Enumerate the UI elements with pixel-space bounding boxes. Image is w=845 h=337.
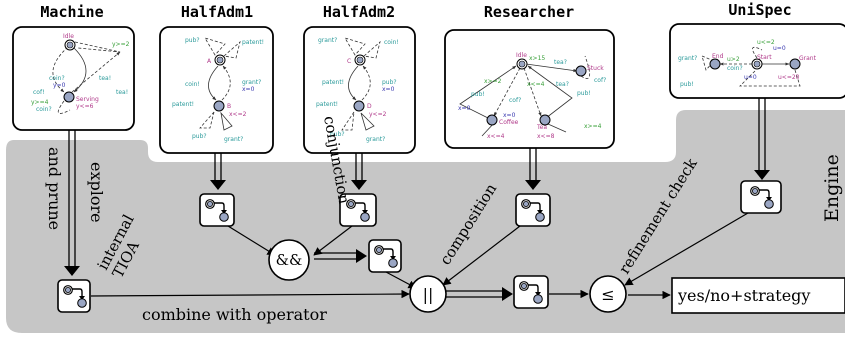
halfadm2-label-7: D: [367, 103, 372, 110]
researcher-title: Researcher: [484, 3, 574, 21]
halfadm2-label-9: pub?: [330, 131, 345, 138]
machine-label-3: y=0: [53, 82, 66, 89]
halfadm1-label-6: patent!: [172, 101, 194, 108]
tioa-box-researcher: [515, 193, 551, 227]
researcher-label-16: x<=8: [537, 133, 555, 140]
tioa-box-conjunction-result: [368, 239, 402, 273]
halfadm2-label-10: grant?: [366, 136, 385, 143]
halfadm2-label-3: patent!: [322, 79, 344, 86]
tioa-box-halfadm1: [199, 193, 235, 227]
double-flow-arrow-heads: [356, 249, 513, 301]
halfadm1-label-2: A: [207, 58, 212, 65]
halfadm1-label-5: x=0: [242, 86, 255, 93]
researcher-label-6: pub!: [471, 91, 485, 98]
double-arrow-heads: [64, 170, 770, 276]
result-box: yes/no+strategy: [671, 277, 845, 314]
researcher-label-2: tea?: [554, 59, 567, 66]
researcher-label-3: Stuck: [587, 65, 604, 72]
unispec-label-1: End: [712, 53, 724, 60]
composition-symbol: ||: [423, 285, 434, 304]
unispec-label-7: pub!: [680, 81, 694, 88]
halfadm1-label-7: B: [227, 103, 231, 110]
unispec-label-8: coin?: [727, 65, 743, 72]
halfadm2-label-6: patent!: [316, 101, 338, 108]
researcher-label-7: x<=4: [527, 81, 545, 88]
halfadm1-title: HalfAdm1: [181, 3, 253, 21]
refinement-symbol: ≤: [601, 285, 614, 304]
composition-operator: ||: [409, 275, 447, 313]
combine-label: combine with operator: [142, 305, 327, 324]
halfadm2-label-8: y<=2: [369, 111, 387, 118]
machine-label-1: Serving: [76, 96, 99, 103]
refinement-operator: ≤: [589, 275, 627, 313]
tioa-box-unispec: [740, 180, 782, 214]
halfadm1-label-3: coin!: [185, 81, 200, 88]
double-flow-arrows: [314, 252, 502, 298]
machine-label-2: coin?: [49, 75, 65, 82]
double-arrows: [68, 98, 766, 266]
unispec-label-2: grant?: [678, 55, 697, 62]
machine-label-9: y>=2: [112, 41, 130, 48]
researcher-label-17: x>=4: [584, 123, 602, 130]
researcher-label-14: x<=4: [487, 133, 505, 140]
halfadm1-label-10: grant?: [224, 136, 243, 143]
halfadm2-label-1: coin!: [384, 39, 399, 46]
researcher-label-11: cof?: [509, 97, 521, 104]
researcher-label-9: tea?: [556, 81, 569, 88]
conjunction-symbol: &&: [276, 251, 303, 269]
unispec-model: u<=2 End grant? u>2 Start u=0 Grant pub!…: [669, 23, 845, 99]
researcher-label-12: x=0: [503, 112, 516, 119]
unispec-label-5: u=0: [773, 45, 786, 52]
engine-label: Engine: [821, 154, 843, 222]
halfadm2-label-4: pub?: [382, 79, 397, 86]
machine-label-0: Idle: [63, 33, 74, 40]
researcher-label-1: x>15: [529, 55, 545, 62]
researcher-label-5: x>=2: [484, 78, 502, 85]
researcher-label-8: pub!: [577, 90, 591, 97]
machine-label-8: tea!: [116, 89, 128, 96]
result-text: yes/no+strategy: [677, 286, 810, 305]
halfadm2-title: HalfAdm2: [323, 3, 395, 21]
tioa-box-composition-result: [513, 275, 549, 309]
researcher-model: Idle x>15 tea? Stuck cof? x>=2 pub! x<=4…: [444, 29, 615, 149]
halfadm1-label-9: pub?: [192, 133, 207, 140]
unispec-title: UniSpec: [728, 1, 791, 19]
machine-label-10: y<=6: [76, 103, 94, 110]
halfadm2-label-0: grant?: [318, 37, 337, 44]
engine-region: [6, 110, 845, 333]
machine-label-4: cof!: [33, 89, 45, 96]
halfadm2-model: grant? coin! C patent! pub? x=0 patent! …: [303, 26, 416, 154]
unispec-label-9: u=0: [744, 74, 757, 81]
researcher-label-15: Tea: [536, 124, 547, 131]
single-arrows: [90, 212, 749, 300]
machine-model: Idle Serving coin? y=0 cof! y>=4 coin? t…: [12, 26, 135, 131]
unispec-label-0: u<=2: [757, 39, 775, 46]
halfadm1-label-1: patent!: [242, 39, 264, 46]
explore-label: explore: [87, 162, 106, 223]
researcher-label-4: cof?: [594, 77, 606, 84]
halfadm1-label-4: grant?: [242, 79, 261, 86]
unispec-label-6: Grant: [799, 55, 817, 62]
machine-label-5: y>=4: [31, 99, 49, 106]
researcher-label-10: x=0: [458, 105, 471, 112]
halfadm1-model: pub? patent! A coin! grant? x=0 patent! …: [159, 26, 274, 154]
conjunction-operator: &&: [268, 239, 310, 281]
unispec-label-10: u<=20: [778, 74, 800, 81]
unispec-label-4: Start: [757, 54, 772, 61]
tioa-box-machine: [57, 279, 91, 313]
halfadm1-label-8: x<=2: [229, 111, 247, 118]
halfadm1-label-0: pub?: [185, 37, 200, 44]
halfadm2-label-5: x=0: [382, 86, 395, 93]
machine-label-6: coin?: [36, 106, 52, 113]
machine-label-7: tea!: [99, 75, 111, 82]
and-prune-label: and prune: [45, 147, 64, 230]
researcher-label-0: Idle: [516, 52, 527, 59]
halfadm2-label-2: C: [347, 58, 351, 65]
tioa-box-halfadm2: [339, 193, 377, 227]
machine-title: Machine: [40, 3, 103, 21]
unispec-label-3: u>2: [727, 56, 740, 63]
researcher-label-13: Coffee: [499, 119, 519, 126]
